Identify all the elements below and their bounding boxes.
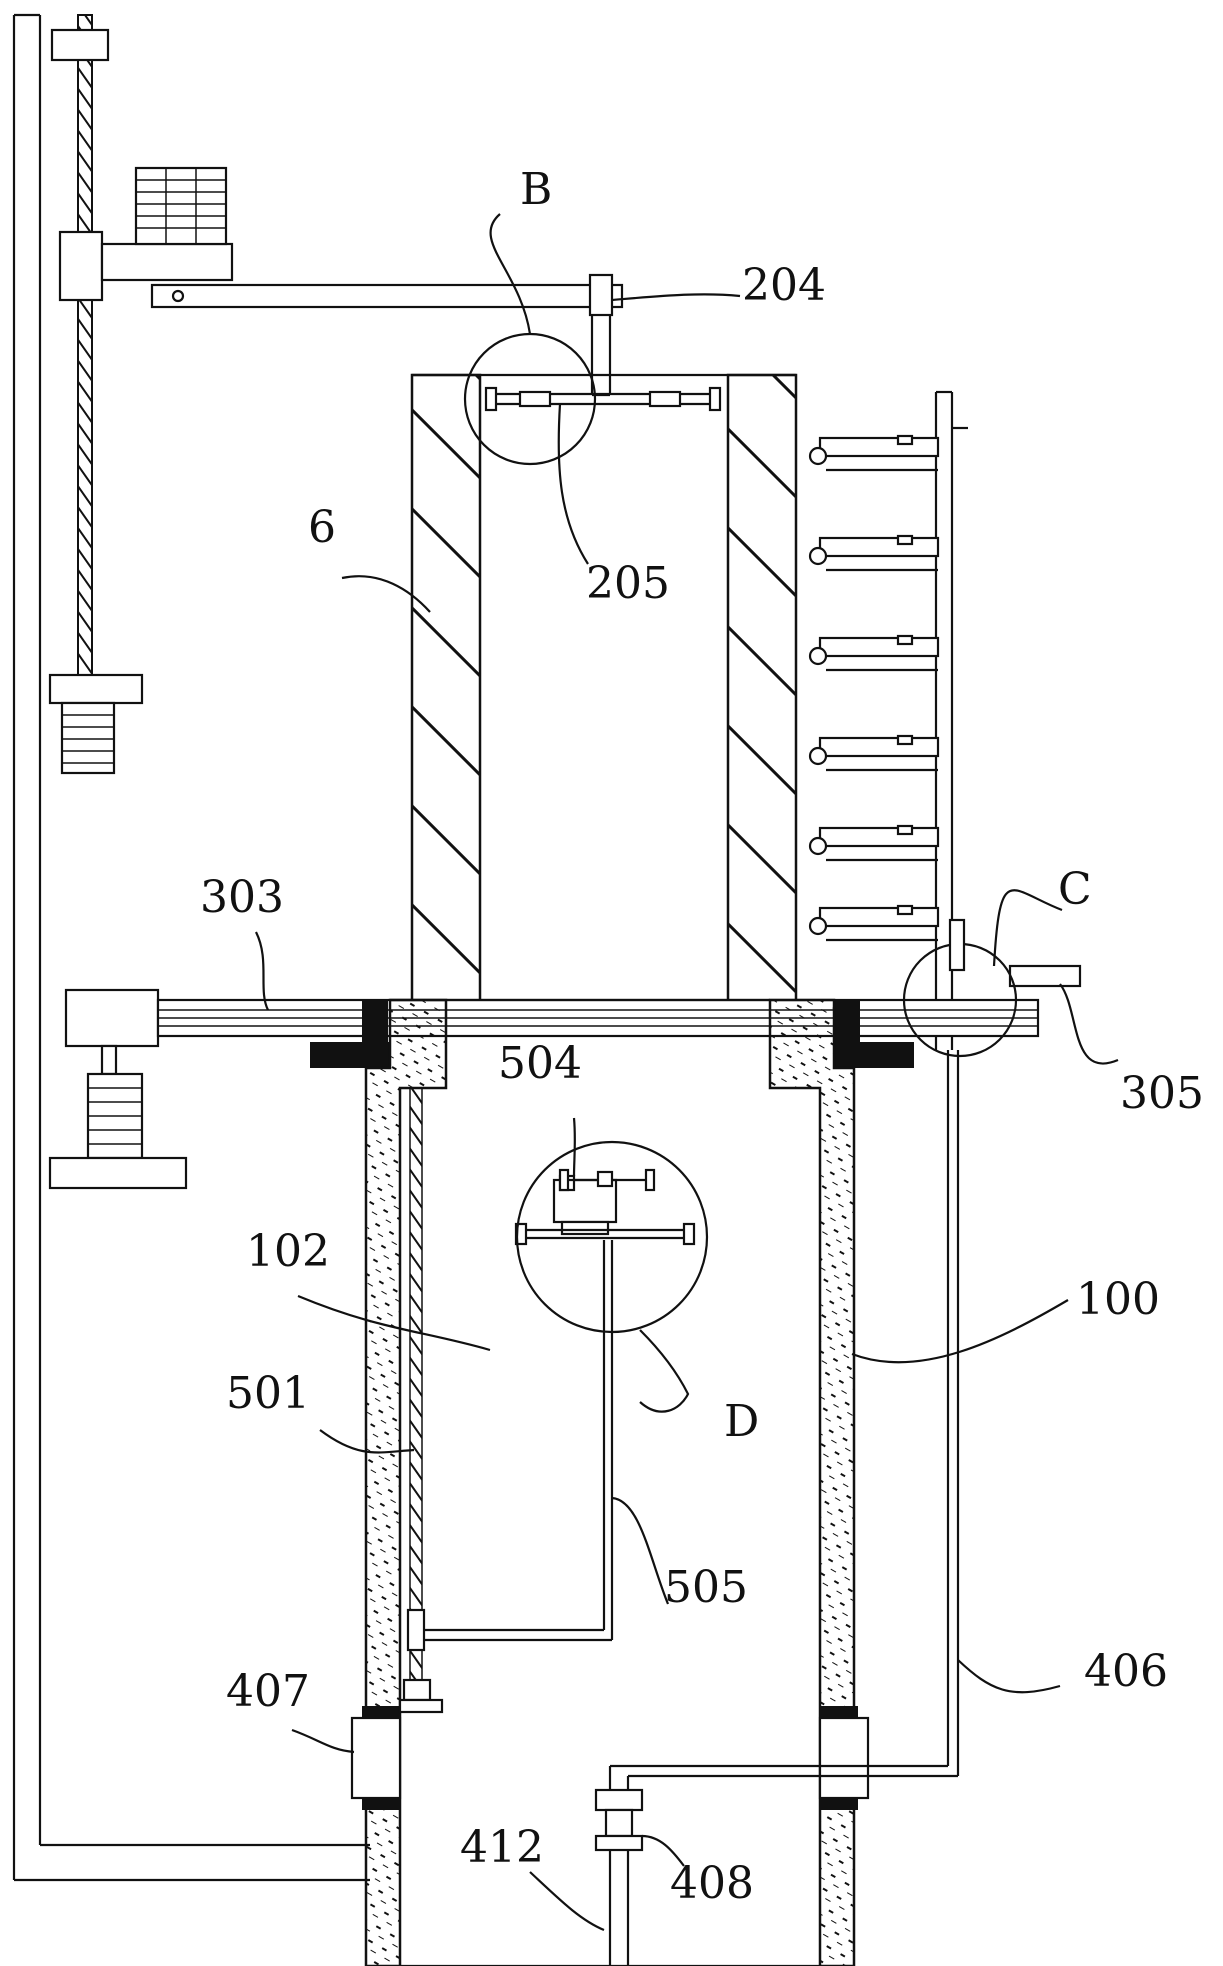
motor-fins-top — [136, 168, 226, 244]
label-305: 305 — [1120, 1068, 1204, 1119]
motor-fins-mid — [62, 714, 114, 764]
label-406: 406 — [1084, 1646, 1168, 1697]
horizontal-rail — [64, 964, 1082, 1068]
detail-circle-d — [515, 1140, 709, 1334]
nozzle-row-4 — [808, 734, 940, 772]
upper-cylinder — [410, 373, 798, 1005]
label-303: 303 — [200, 872, 284, 923]
lower-housing — [350, 998, 870, 1966]
nozzle-row-5 — [808, 824, 940, 862]
label-204: 204 — [742, 260, 826, 311]
label-501: 501 — [226, 1368, 310, 1419]
top-clamp — [484, 386, 722, 412]
assembly-504 — [514, 1168, 696, 1246]
nozzle-row-6 — [808, 904, 940, 942]
top-arm — [150, 273, 624, 397]
label-c: C — [1058, 864, 1092, 915]
nozzle-row-2 — [808, 534, 940, 572]
leader-lines — [255, 213, 1119, 1932]
reference-labels: B 204 6 205 303 C 305 504 102 100 501 D … — [200, 164, 1204, 1909]
left-frame-pipe — [12, 13, 370, 1882]
label-407: 407 — [226, 1666, 310, 1717]
label-102: 102 — [246, 1226, 330, 1277]
pipe-406 — [608, 1050, 960, 1790]
label-b: B — [520, 164, 552, 215]
right-nozzle-stack — [808, 390, 968, 1050]
valve-408 — [594, 1788, 644, 1966]
label-505: 505 — [664, 1562, 748, 1613]
label-6: 6 — [308, 502, 336, 553]
label-d: D — [724, 1396, 759, 1447]
nozzle-row-1 — [808, 434, 940, 472]
nozzle-row-3 — [808, 634, 940, 672]
left-lower-motor — [48, 1044, 188, 1190]
label-504: 504 — [498, 1038, 582, 1089]
rod-505 — [424, 1240, 614, 1642]
left-lead-screw — [48, 14, 234, 775]
label-408: 408 — [670, 1858, 754, 1909]
inner-lead-screw — [398, 1087, 444, 1714]
label-205: 205 — [586, 558, 670, 609]
label-100: 100 — [1076, 1274, 1160, 1325]
label-412: 412 — [460, 1822, 544, 1873]
